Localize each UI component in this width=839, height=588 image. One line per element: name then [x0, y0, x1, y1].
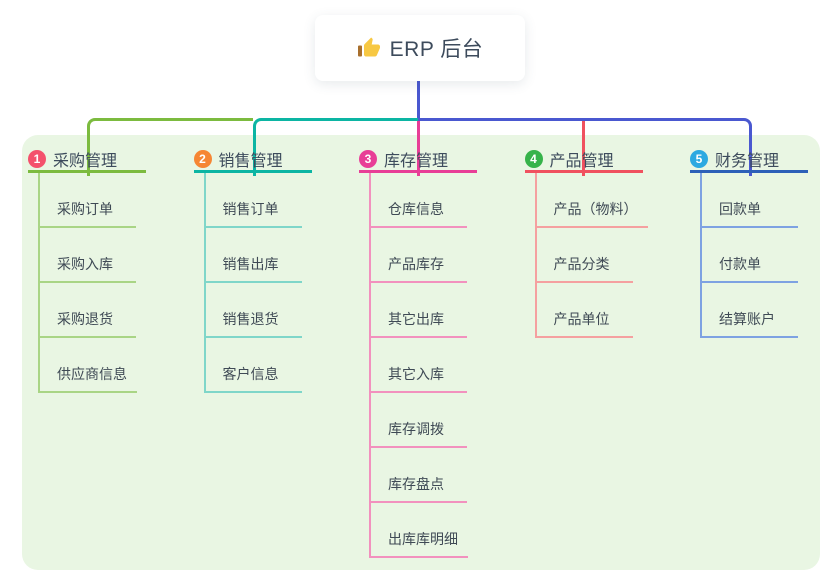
- branch2-connector: [252, 118, 418, 176]
- child-node-label: 结算账户: [719, 311, 775, 327]
- branch4-connector: [582, 121, 585, 176]
- child-node-label: 销售退货: [222, 311, 279, 327]
- child-node[interactable]: 销售出库: [205, 228, 302, 283]
- branch3-connector: [416, 121, 420, 176]
- child-node[interactable]: 客户信息: [205, 338, 302, 393]
- branch-label: 产品管理: [549, 152, 614, 170]
- thumbs-up-icon: [357, 36, 381, 60]
- branch-number-badge: 2: [193, 149, 212, 168]
- branch-node-5[interactable]: 5 财务管理: [690, 149, 808, 173]
- child-node[interactable]: 销售订单: [205, 173, 302, 228]
- branch-number-badge: 4: [524, 149, 543, 168]
- child-node-label: 回款单: [719, 201, 761, 217]
- child-node-label: 销售订单: [222, 201, 279, 217]
- child-node[interactable]: 其它出库: [371, 283, 467, 338]
- branch-label: 销售管理: [218, 152, 283, 170]
- branches-panel: [22, 135, 820, 570]
- child-node-label: 其它出库: [388, 311, 444, 327]
- branch-label: 财务管理: [715, 152, 780, 170]
- child-node[interactable]: 库存盘点: [371, 448, 467, 503]
- child-node-label: 销售出库: [222, 256, 279, 272]
- child-node-label: 库存调拨: [388, 421, 444, 437]
- child-node-label: 付款单: [719, 256, 761, 272]
- child-node-label: 采购订单: [57, 201, 113, 217]
- child-node[interactable]: 采购订单: [40, 173, 136, 228]
- child-node-label: 产品库存: [388, 256, 444, 272]
- branch-node-2[interactable]: 2 销售管理: [193, 149, 312, 173]
- child-node[interactable]: 产品（物料）: [536, 173, 648, 228]
- child-node[interactable]: 采购入库: [40, 228, 136, 283]
- branch-column-2: 2 销售管理销售订单销售出库销售退货客户信息: [193, 149, 312, 393]
- child-node-label: 产品分类: [553, 256, 610, 272]
- branch-number-badge: 3: [359, 149, 377, 168]
- branch5-connector: [418, 118, 752, 176]
- child-node-label: 产品（物料）: [553, 201, 638, 217]
- branch-label: 库存管理: [384, 152, 449, 170]
- branch-children: 产品（物料） 产品分类产品单位: [534, 173, 648, 338]
- child-node-label: 产品单位: [553, 311, 610, 327]
- branch-label: 采购管理: [53, 152, 118, 170]
- child-node[interactable]: 采购退货: [40, 283, 136, 338]
- root-node-label: ERP 后台: [389, 38, 484, 61]
- child-node-label: 采购退货: [57, 311, 113, 327]
- child-node[interactable]: 付款单: [702, 228, 798, 283]
- branch-children: 销售订单销售出库销售退货客户信息: [203, 173, 312, 393]
- branch-node-3[interactable]: 3 库存管理: [359, 149, 477, 173]
- root-node-erp[interactable]: ERP 后台: [315, 15, 525, 81]
- branch-children: 采购订单采购入库采购退货供应商信息: [38, 173, 146, 393]
- child-node-label: 库存盘点: [388, 476, 444, 492]
- child-node[interactable]: 产品库存: [371, 228, 467, 283]
- child-node[interactable]: 产品单位: [536, 283, 633, 338]
- branch-number-badge: 5: [690, 149, 708, 168]
- child-node-label: 仓库信息: [388, 201, 444, 217]
- branch-node-1[interactable]: 1 采购管理: [28, 149, 146, 173]
- branch-number-badge: 1: [28, 149, 46, 168]
- child-node-label: 客户信息: [222, 366, 279, 382]
- child-node[interactable]: 仓库信息: [371, 173, 467, 228]
- branch-column-5: 5 财务管理回款单付款单结算账户: [690, 149, 808, 338]
- child-node[interactable]: 其它入库: [371, 338, 467, 393]
- branch-children: 回款单付款单结算账户: [700, 173, 808, 338]
- child-node[interactable]: 库存调拨: [371, 393, 467, 448]
- branch-column-1: 1 采购管理采购订单采购入库采购退货供应商信息: [28, 149, 146, 393]
- child-node[interactable]: 销售退货: [205, 283, 302, 338]
- child-node-label: 出库库明细: [388, 531, 458, 547]
- child-node[interactable]: 供应商信息: [40, 338, 137, 393]
- branch-column-4: 4 产品管理产品（物料） 产品分类产品单位: [524, 149, 648, 338]
- branch-children: 仓库信息产品库存其它出库其它入库库存调拨库存盘点出库库明细: [369, 173, 477, 558]
- child-node[interactable]: 回款单: [702, 173, 798, 228]
- child-node-label: 供应商信息: [57, 366, 127, 382]
- child-node[interactable]: 产品分类: [536, 228, 633, 283]
- child-node[interactable]: 出库库明细: [371, 503, 468, 558]
- child-node-label: 采购入库: [57, 256, 113, 272]
- branch-column-3: 3 库存管理仓库信息产品库存其它出库其它入库库存调拨库存盘点出库库明细: [359, 149, 477, 558]
- root-stem-line: [416, 79, 420, 121]
- child-node[interactable]: 结算账户: [702, 283, 798, 338]
- branch-node-4[interactable]: 4 产品管理: [524, 149, 643, 173]
- child-node-label: 其它入库: [388, 366, 444, 382]
- branch1-connector: [87, 118, 253, 176]
